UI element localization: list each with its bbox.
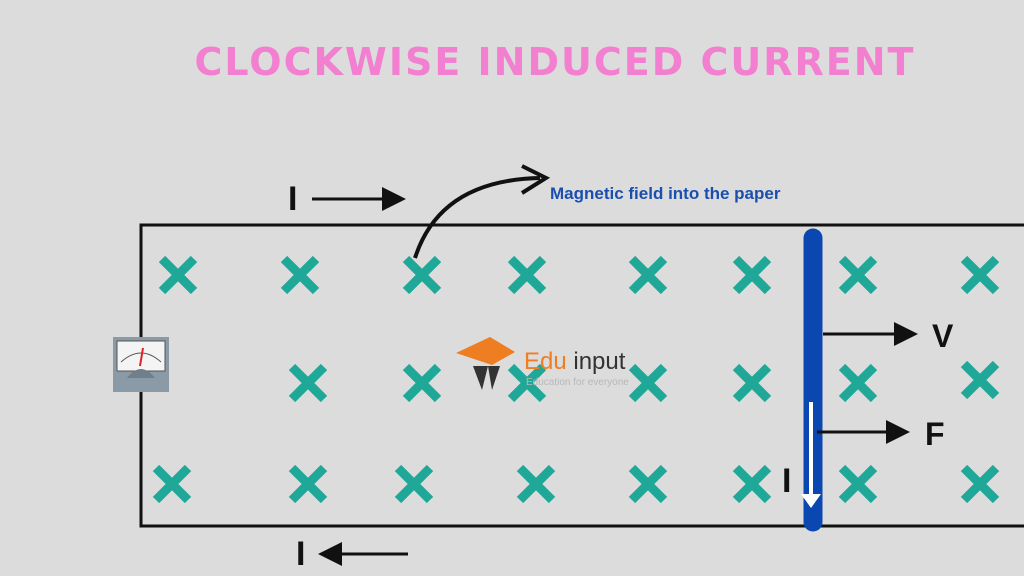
diagram-title: CLOCKWISE INDUCED CURRENT xyxy=(194,40,916,84)
force-label: F xyxy=(925,416,945,452)
velocity-label: V xyxy=(932,318,954,354)
current-label-bottom: I xyxy=(296,535,306,573)
magnetic-field-label: Magnetic field into the paper xyxy=(550,184,781,203)
logo-tagline: Education for everyone xyxy=(526,377,629,388)
field-pointer-arrow xyxy=(413,176,541,259)
galvanometer-icon xyxy=(113,337,169,392)
logo-brand-a: Edu xyxy=(524,348,567,375)
logo-text: Edu input xyxy=(524,348,625,376)
current-label-top: I xyxy=(288,180,298,218)
current-label-rod: I xyxy=(782,462,792,500)
logo-brand-b: input xyxy=(566,348,626,375)
eduinput-logo-icon xyxy=(456,337,515,390)
